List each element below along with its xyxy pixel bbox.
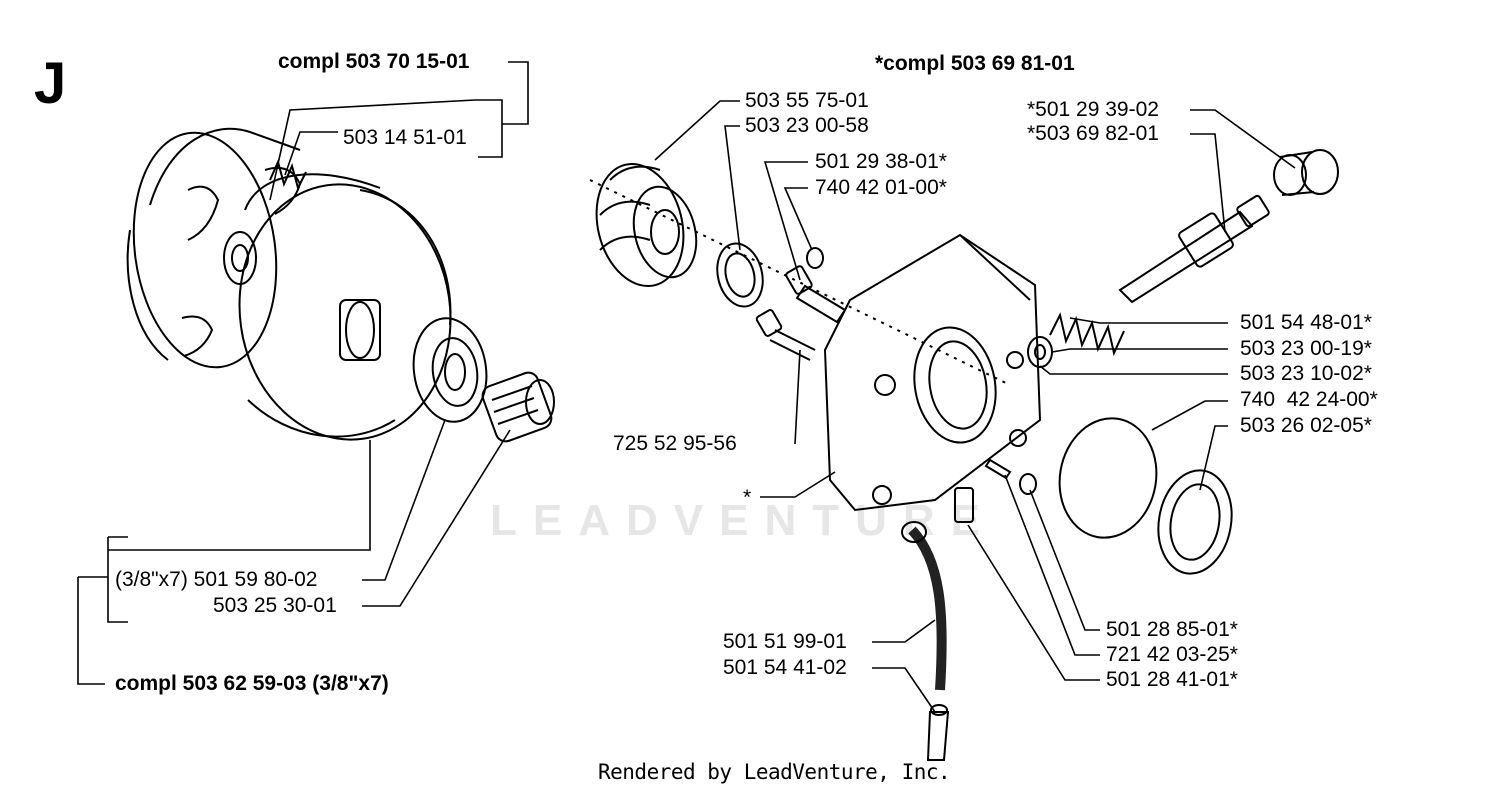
nipple	[954, 487, 974, 523]
label-compl-drum[interactable]: compl 503 62 59-03 (3/8"x7)	[115, 672, 389, 695]
label-501-29-39-02[interactable]: *501 29 39-02	[1027, 98, 1159, 121]
label-740-42-24-00[interactable]: 740 42 24-00*	[1240, 388, 1378, 411]
needle-bearing	[481, 371, 555, 443]
o-ring-small	[806, 247, 824, 269]
label-503-26-02-05[interactable]: 503 26 02-05*	[1240, 414, 1372, 437]
oil-hose	[901, 521, 947, 691]
label-503-69-82-01[interactable]: *503 69 82-01	[1027, 122, 1159, 145]
seal-ring	[1157, 469, 1233, 575]
clutch-shoe-assembly	[126, 127, 307, 369]
washer	[716, 242, 764, 308]
assembly-axis-line	[589, 179, 1011, 386]
o-ring-large	[1058, 417, 1158, 539]
label-star-housing[interactable]: *	[743, 486, 752, 509]
label-725-52-95-56[interactable]: 725 52 95-56	[613, 432, 737, 455]
label-503-55-75-01[interactable]: 503 55 75-01	[745, 89, 869, 112]
label-compl-pump[interactable]: *compl 503 69 81-01	[875, 52, 1075, 75]
oil-pump-worm-gear	[595, 162, 698, 288]
label-503-23-00-58[interactable]: 503 23 00-58	[745, 114, 869, 137]
oil-filter	[926, 704, 950, 761]
rim-sprocket	[412, 317, 488, 423]
screw-small	[984, 458, 1012, 480]
label-503-25-30-01[interactable]: 503 25 30-01	[213, 594, 337, 617]
clutch-drum	[238, 173, 452, 441]
label-503-14-51-01[interactable]: 503 14 51-01	[343, 126, 467, 149]
label-503-23-10-02[interactable]: 503 23 10-02*	[1240, 362, 1372, 385]
footer-credit: Rendered by LeadVenture, Inc.	[598, 760, 951, 784]
label-501-51-99-01[interactable]: 501 51 99-01	[723, 630, 847, 653]
label-501-54-48-01[interactable]: 501 54 48-01*	[1240, 311, 1372, 334]
label-501-59-80-02[interactable]: (3/8"x7) 501 59 80-02	[115, 568, 318, 591]
spring	[1049, 312, 1125, 357]
leader-lines	[77, 61, 1296, 713]
label-501-28-41-01[interactable]: 501 28 41-01*	[1106, 668, 1238, 691]
label-501-28-85-01[interactable]: 501 28 85-01*	[1106, 618, 1238, 641]
pump-housing	[823, 233, 1042, 512]
plug	[1019, 473, 1037, 495]
spring-seat	[1027, 336, 1053, 368]
section-letter: J	[34, 51, 67, 116]
bolt	[755, 309, 816, 361]
label-740-42-01-00[interactable]: 740 42 01-00*	[815, 176, 947, 199]
label-501-29-38-01[interactable]: 501 29 38-01*	[815, 150, 947, 173]
piston-sleeve	[1273, 149, 1339, 196]
pump-shaft	[1118, 194, 1270, 304]
label-compl-clutch[interactable]: compl 503 70 15-01	[278, 50, 470, 73]
adjust-screw	[785, 265, 847, 324]
label-503-23-00-19[interactable]: 503 23 00-19*	[1240, 337, 1372, 360]
label-721-42-03-25[interactable]: 721 42 03-25*	[1106, 643, 1238, 666]
label-501-54-41-02[interactable]: 501 54 41-02	[723, 656, 847, 679]
